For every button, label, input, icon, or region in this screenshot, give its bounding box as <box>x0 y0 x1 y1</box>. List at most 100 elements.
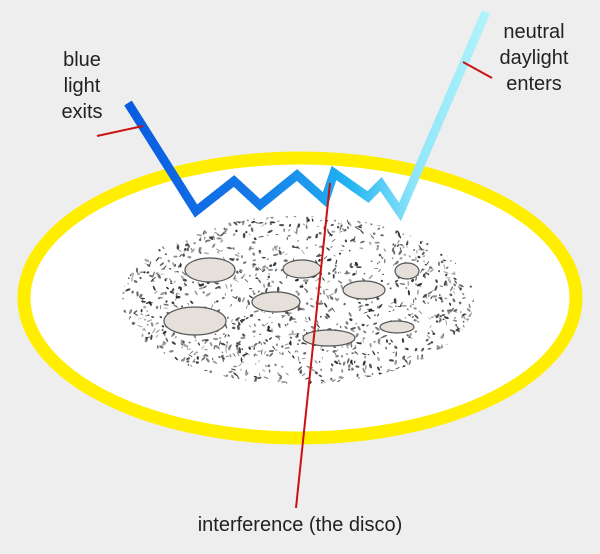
speckle <box>421 354 424 357</box>
speckle <box>386 283 390 285</box>
speckle <box>230 303 232 307</box>
speckle <box>252 259 257 262</box>
speckle <box>386 368 390 374</box>
bubble <box>282 259 322 279</box>
speckle <box>195 351 198 354</box>
speckle <box>266 234 269 237</box>
speckle <box>211 303 214 309</box>
speckle <box>403 358 408 363</box>
speckle <box>170 280 172 283</box>
speckle <box>174 335 178 339</box>
speckle <box>201 356 206 361</box>
speckle <box>326 258 332 262</box>
speckle <box>337 359 340 363</box>
speckle <box>291 317 294 320</box>
speckle <box>350 342 353 348</box>
speckle <box>338 362 342 365</box>
speckle <box>438 316 443 322</box>
speckle <box>382 334 388 338</box>
speckle <box>220 250 224 252</box>
speckle <box>430 296 433 299</box>
speckle <box>228 222 232 227</box>
speckle <box>150 322 154 327</box>
speckle <box>374 241 380 244</box>
speckle <box>356 373 359 378</box>
speckle <box>182 278 188 282</box>
speckle <box>407 280 410 286</box>
speckle <box>154 290 158 294</box>
speckle <box>165 291 167 295</box>
speckle <box>277 323 281 329</box>
speckle <box>165 337 169 343</box>
speckle <box>179 286 182 291</box>
speckle <box>261 324 265 327</box>
speckle <box>131 322 136 325</box>
speckle <box>278 251 282 255</box>
speckle <box>330 368 333 372</box>
speckle <box>406 243 408 246</box>
speckle <box>378 268 381 273</box>
speckle <box>253 347 256 350</box>
speckle <box>269 285 272 287</box>
speckle <box>328 231 333 237</box>
speckle <box>297 307 302 311</box>
speckle <box>242 273 246 279</box>
speckle <box>413 319 417 322</box>
speckle <box>324 316 329 320</box>
speckle <box>357 226 363 229</box>
speckle <box>414 297 417 301</box>
speckle <box>242 361 245 364</box>
speckle <box>140 297 145 300</box>
speckle <box>258 249 261 253</box>
speckle <box>349 249 351 252</box>
speckle <box>408 336 413 339</box>
speckle <box>376 305 380 309</box>
speckle <box>425 249 429 252</box>
speckle <box>153 328 156 332</box>
speckle <box>323 255 328 260</box>
speckle <box>319 219 323 222</box>
speckle <box>159 305 161 310</box>
speckle <box>269 338 271 340</box>
speckle <box>328 294 330 297</box>
speckle <box>393 250 396 255</box>
speckle <box>317 254 322 257</box>
speckle <box>182 254 185 257</box>
speckle <box>341 245 345 247</box>
speckle <box>331 363 334 367</box>
speckle <box>393 244 397 248</box>
speckle <box>179 254 183 257</box>
speckle <box>422 255 426 258</box>
speckle <box>223 232 227 234</box>
speckle <box>285 372 289 376</box>
speckle <box>414 314 419 319</box>
speckle <box>193 353 196 355</box>
speckle <box>398 249 403 256</box>
label-line: daylight <box>499 47 569 69</box>
speckle <box>234 279 238 281</box>
speckle <box>427 317 431 320</box>
speckle <box>416 250 418 254</box>
speckle <box>426 334 431 339</box>
speckle <box>388 359 394 362</box>
speckle <box>168 278 172 282</box>
speckle <box>378 253 381 257</box>
speckle <box>263 341 266 345</box>
speckle <box>214 227 217 230</box>
speckle <box>257 377 262 379</box>
speckle <box>366 314 371 320</box>
speckle <box>151 330 155 334</box>
speckle <box>318 232 322 235</box>
speckle <box>329 296 334 300</box>
speckle <box>406 308 409 311</box>
speckle <box>425 338 429 342</box>
speckle <box>322 289 326 295</box>
speckle <box>340 271 341 274</box>
speckle <box>244 278 249 283</box>
speckle <box>286 381 288 384</box>
label-line: enters <box>506 73 562 95</box>
speckle <box>363 311 368 314</box>
speckle <box>411 316 415 318</box>
speckle <box>263 376 265 378</box>
speckle <box>305 302 309 305</box>
